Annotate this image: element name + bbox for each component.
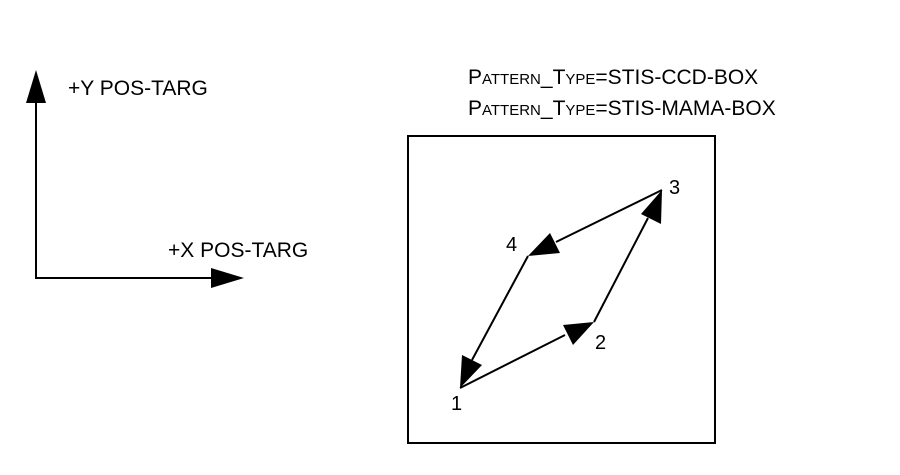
arrowhead-at-point-3 <box>641 190 662 224</box>
point-4-label: 4 <box>506 234 518 256</box>
point-2-label: 2 <box>595 332 607 354</box>
point-1-label: 1 <box>451 393 463 415</box>
y-pos-targ-label: +Y POS-TARG <box>68 77 208 100</box>
arrowhead-at-point-2 <box>563 322 594 345</box>
pattern-type-mama-key: Pattern_Type <box>468 97 596 120</box>
pos-targ-axes <box>26 70 244 288</box>
x-axis-arrowhead <box>211 268 244 288</box>
pattern-type-mama-value: =STIS-MAMA-BOX <box>595 97 776 120</box>
point-3-label: 3 <box>669 177 681 199</box>
pattern-type-mama-label: Pattern_Type=STIS-MAMA-BOX <box>468 98 776 119</box>
dither-path <box>459 189 663 389</box>
arrowhead-at-point-4 <box>528 233 560 256</box>
path-segment-4-to-1 <box>471 255 529 361</box>
pattern-type-ccd-value: =STIS-CCD-BOX <box>595 66 759 89</box>
path-segment-1-to-2 <box>459 334 566 389</box>
y-axis-arrowhead <box>26 70 46 103</box>
path-segment-3-to-4 <box>555 189 663 243</box>
x-pos-targ-label: +X POS-TARG <box>168 239 309 262</box>
path-segment-2-to-3 <box>593 217 649 323</box>
pattern-box <box>407 135 716 444</box>
pattern-type-ccd-key: Pattern_Type <box>468 66 596 89</box>
arrowhead-at-point-1 <box>460 355 482 388</box>
pattern-type-ccd-label: Pattern_Type=STIS-CCD-BOX <box>468 67 758 88</box>
